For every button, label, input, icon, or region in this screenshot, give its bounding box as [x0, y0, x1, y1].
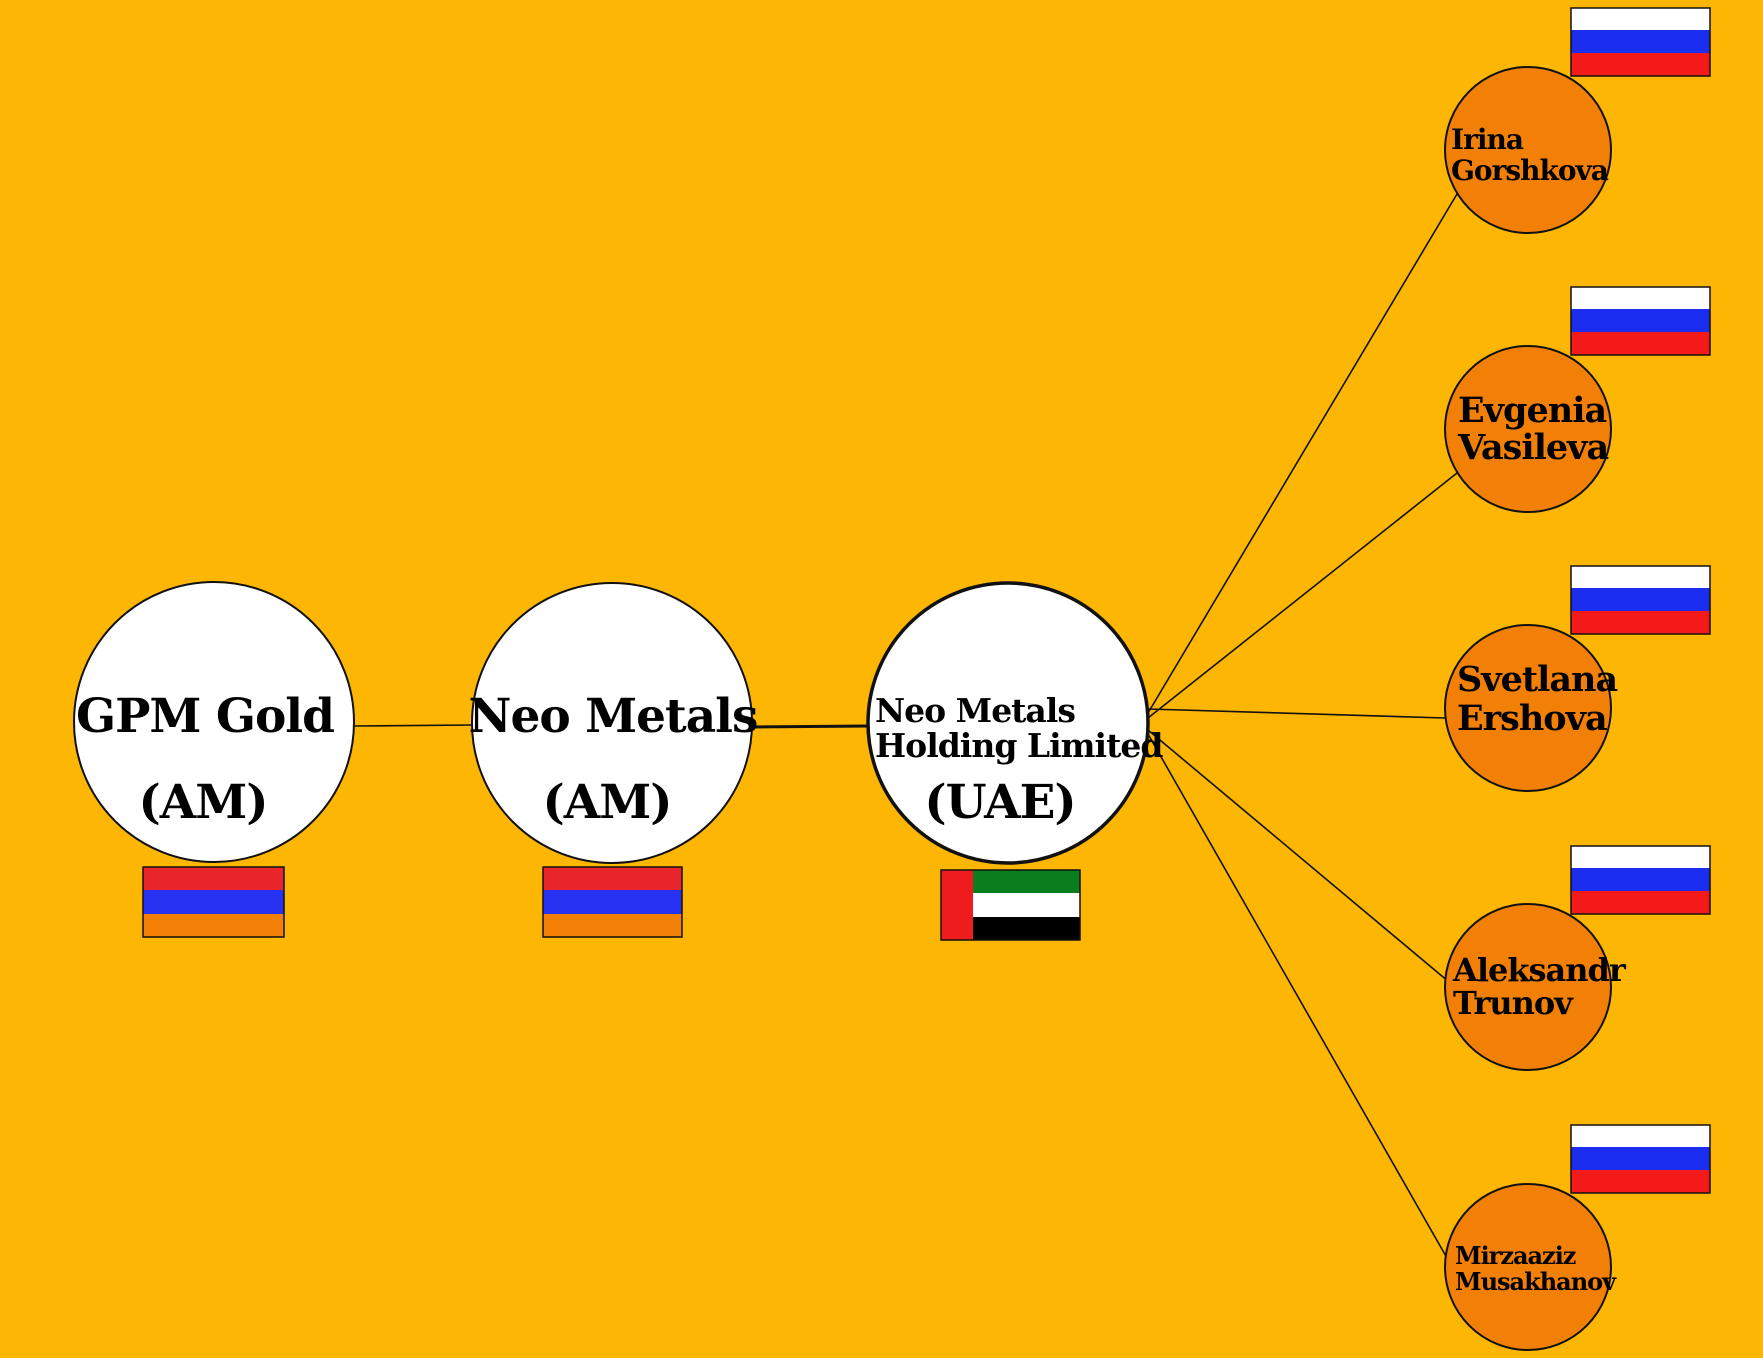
company-name-line1: Neo Metals [875, 691, 1075, 730]
connector-holding-to-mirzaaziz-musakhanov [1147, 733, 1448, 1259]
person-first-name: Evgenia [1458, 390, 1606, 431]
person-last-name: Vasileva [1457, 427, 1609, 468]
company-circle [471, 582, 753, 864]
person-last-name: Ershova [1457, 698, 1607, 739]
company-name: GPM Gold [76, 689, 334, 744]
connector-holding-to-aleksandr-trunov [1147, 729, 1450, 983]
company-node-neo-metals-holding: Neo Metals Holding Limited (UAE) [866, 581, 1164, 865]
connector-gpm-gold-to-neo-metals [353, 724, 473, 727]
person-last-name: Gorshkova [1451, 154, 1609, 187]
person-node-aleksandr-trunov: Aleksandr Trunov [1444, 903, 1628, 1071]
armenia-flag [142, 866, 285, 938]
company-country: (AM) [139, 775, 268, 830]
connector-neo-metals-to-holding [750, 724, 872, 729]
connector-holding-to-svetlana-ershova [1147, 708, 1446, 719]
person-first-name: Mirzaaziz [1455, 1241, 1576, 1270]
person-first-name: Irina [1451, 123, 1524, 156]
russia-flag [1570, 565, 1711, 635]
person-circle [1444, 903, 1612, 1071]
person-circle [1444, 1183, 1612, 1351]
russia-flag [1570, 845, 1711, 915]
company-name-line2: Holding Limited [875, 726, 1163, 765]
russia-flag [1570, 1124, 1711, 1194]
person-circle [1444, 66, 1612, 234]
company-country: (UAE) [924, 775, 1075, 830]
person-circle [1444, 345, 1612, 513]
company-country: (AM) [543, 775, 672, 830]
company-circle [866, 581, 1150, 865]
person-first-name: Svetlana [1457, 659, 1617, 700]
person-last-name: Musakhanov [1455, 1267, 1617, 1296]
armenia-flag [542, 866, 683, 938]
person-node-mirzaaziz-musakhanov: Mirzaaziz Musakhanov [1444, 1183, 1618, 1351]
person-node-irina-gorshkova: Irina Gorshkova [1444, 66, 1612, 234]
person-first-name: Aleksandr [1452, 951, 1627, 989]
russia-flag [1570, 7, 1711, 77]
person-node-evgenia-vasileva: Evgenia Vasileva [1444, 345, 1612, 513]
company-node-neo-metals: Neo Metals (AM) [469, 582, 758, 864]
connector-holding-to-evgenia-vasileva [1147, 472, 1458, 719]
connectors [353, 193, 1458, 1259]
russia-flag [1570, 286, 1711, 356]
person-node-svetlana-ershova: Svetlana Ershova [1444, 624, 1618, 792]
person-circle [1444, 624, 1612, 792]
company-circle [73, 581, 355, 863]
person-last-name: Trunov [1453, 984, 1574, 1022]
company-name: Neo Metals [469, 689, 758, 744]
company-node-gpm-gold: GPM Gold (AM) [73, 581, 355, 863]
uae-flag [940, 869, 1081, 941]
connector-holding-to-irina-gorshkova [1147, 193, 1458, 714]
